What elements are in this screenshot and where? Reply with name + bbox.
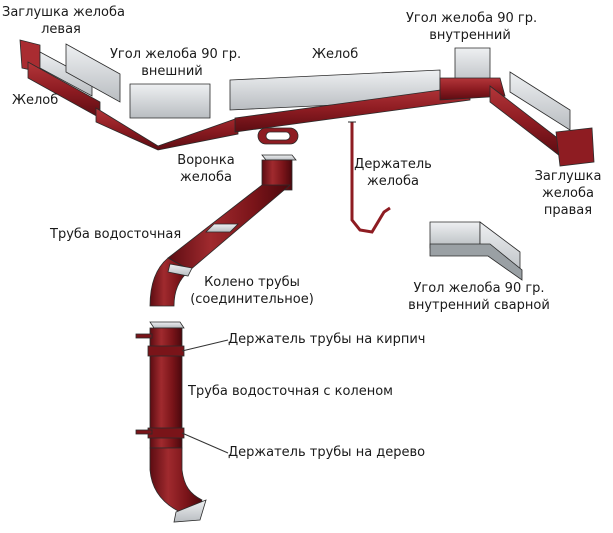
funnel-neck (261, 159, 293, 191)
label-wood-holder: Держатель трубы на дерево (228, 445, 426, 460)
funnel-neck-top (261, 154, 297, 161)
welded-inner-corner (429, 221, 523, 281)
vertical-pipe-top (149, 321, 185, 329)
wood-pipe-holder-ring (147, 427, 185, 439)
label-pipe-with-elbow: Труба водосточная с коленом (188, 384, 393, 399)
leader-lines (181, 339, 229, 454)
downpipe-elbow-group (149, 184, 292, 307)
label-outer-corner: Угол желоба 90 гр.внешний (110, 47, 242, 79)
funnel-opening (265, 131, 291, 141)
gutter-assembly (19, 39, 595, 167)
vertical-downpipe (135, 321, 207, 523)
outer-corner-body (95, 107, 239, 151)
brick-pipe-holder-ring (147, 345, 185, 357)
pipe-elbow-joint (167, 263, 193, 277)
inner-corner-body (439, 77, 506, 101)
outer-corner-side-wall (129, 83, 211, 119)
label-gutter-top: Желоб (312, 47, 359, 62)
label-welded-corner: Угол желоба 90 гр.внутренний сварной (408, 281, 550, 313)
outer-corner-back-wall (65, 43, 121, 103)
brick-pipe-holder-pin (135, 333, 153, 339)
right-gutter-back-wall (509, 71, 571, 131)
wood-pipe-holder-pin (135, 429, 153, 435)
pipe-joint-1 (205, 223, 239, 233)
funnel (257, 127, 299, 191)
label-gutter-left: Желоб (12, 93, 59, 108)
label-downpipe: Труба водосточная (50, 227, 182, 242)
label-brick-holder: Держатель трубы на кирпич (228, 332, 426, 347)
label-elbow: Колено трубы(соединительное) (190, 275, 314, 307)
middle-gutter-body (234, 85, 471, 133)
label-inner-corner: Угол желоба 90 гр.внутренний (406, 11, 538, 43)
welded-corner-body (429, 243, 523, 281)
right-end-cap (555, 127, 595, 167)
gutter-bracket (348, 121, 391, 234)
vertical-pipe-outlet (173, 499, 207, 523)
